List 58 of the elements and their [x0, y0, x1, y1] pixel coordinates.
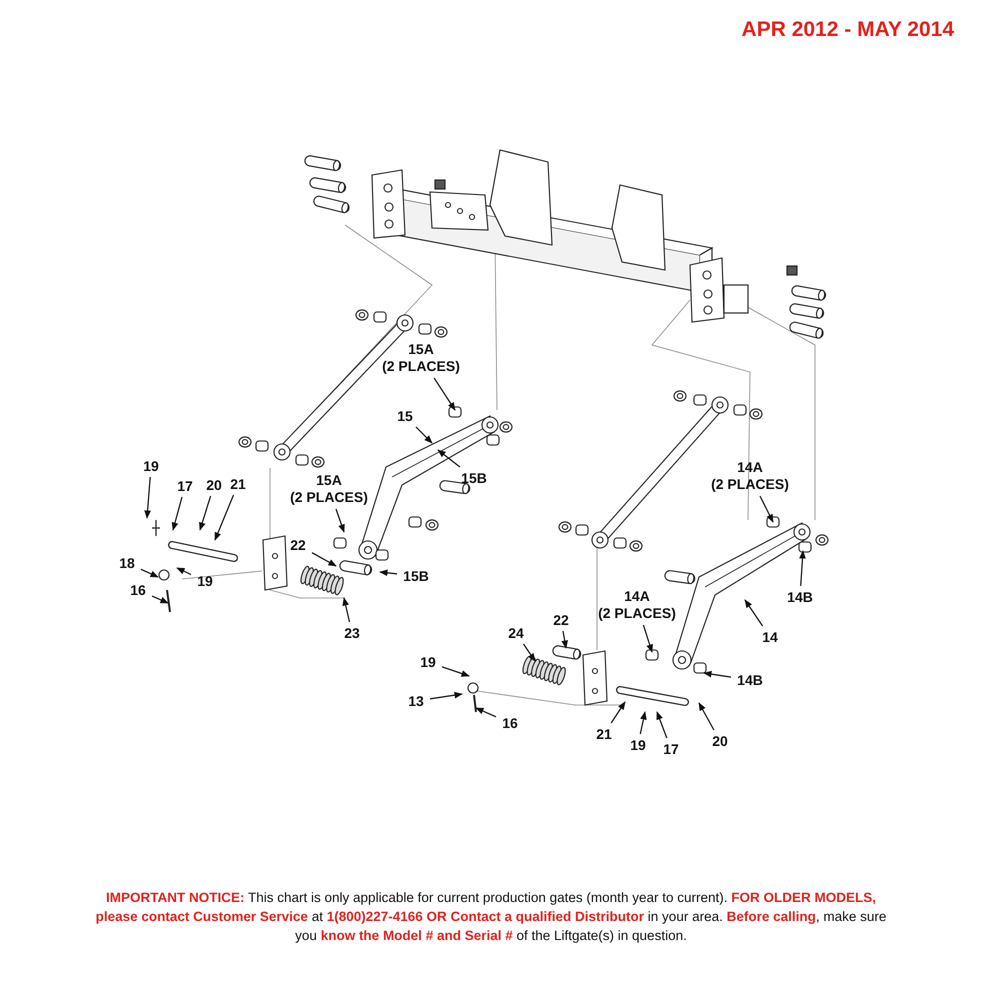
callout-number: 13	[404, 692, 428, 710]
leader-line	[523, 644, 536, 662]
leader-line	[561, 630, 568, 649]
date-range-title: APR 2012 - MAY 2014	[742, 18, 954, 42]
leader-line	[430, 692, 463, 700]
callout-number: 19	[139, 457, 163, 475]
callout-number: 21	[226, 475, 250, 493]
callout-number: 17	[659, 740, 683, 758]
leader-line	[152, 596, 169, 604]
leader-line	[214, 494, 234, 541]
callout-number: 14B	[783, 588, 817, 606]
leader-line	[199, 496, 212, 531]
leader-line	[475, 707, 496, 718]
leader-line	[799, 550, 806, 586]
leader-line	[312, 552, 337, 567]
callout-number: 14A (2 PLACES)	[588, 587, 686, 623]
leader-line	[335, 508, 345, 533]
leader-line	[703, 670, 732, 678]
leader-line	[759, 496, 774, 523]
leader-line	[416, 426, 433, 444]
leader-line	[437, 449, 460, 468]
callout-number: 15A (2 PLACES)	[285, 471, 373, 507]
leader-line	[176, 567, 192, 576]
callout-number: 14B	[733, 671, 767, 689]
callout-number: 15	[393, 407, 417, 425]
callout-number: 17	[173, 477, 197, 495]
leader-line	[744, 599, 764, 626]
leader-line	[140, 568, 159, 578]
leader-line	[144, 476, 151, 519]
callout-number: 15B	[399, 567, 433, 585]
leader-line	[698, 702, 714, 730]
callout-number: 23	[340, 624, 364, 642]
callout-number: 15A (2 PLACES)	[372, 340, 470, 376]
leader-line	[610, 701, 626, 724]
callout-number: 19	[626, 736, 650, 754]
callout-number: 19	[193, 572, 217, 590]
callout-number: 24	[504, 624, 528, 642]
leader-line	[640, 711, 647, 734]
leader-line	[379, 570, 398, 576]
callout-number: 14	[758, 628, 782, 646]
callout-number: 20	[708, 732, 732, 750]
leader-line	[656, 711, 668, 738]
callout-number: 15B	[457, 469, 491, 487]
leader-line	[342, 597, 350, 622]
callout-number: 22	[549, 611, 573, 629]
callout-number: 21	[592, 725, 616, 743]
callout-number: 20	[202, 476, 226, 494]
callout-number: 16	[498, 714, 522, 732]
leader-line	[434, 378, 456, 411]
callout-number: 16	[126, 581, 150, 599]
callout-number: 22	[286, 536, 310, 554]
callout-number: 18	[115, 554, 139, 572]
callout-number: 14A (2 PLACES)	[701, 458, 799, 494]
leader-line	[172, 496, 183, 531]
leader-line	[642, 624, 653, 653]
leader-line	[442, 666, 470, 677]
notice-text: IMPORTANT NOTICE: This chart is only applicable for current production gates (month year to current). FOR OLDER MODELS, please contact Customer Service at 1(800)227-4166 OR Contact a qualified Distributor in your area. Before calling, make sure you know the Model # and Serial # of the Liftgate(s) in question.	[94, 889, 888, 945]
callout-number: 19	[416, 653, 440, 671]
